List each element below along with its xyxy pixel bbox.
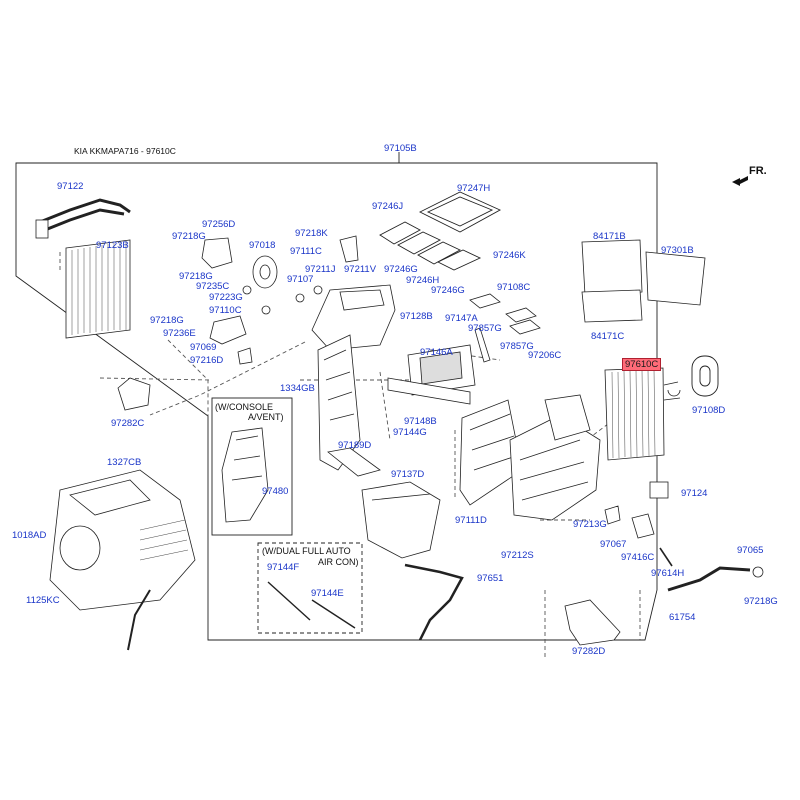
part-label-97301b[interactable]: 97301B	[661, 245, 694, 256]
part-label-97144g[interactable]: 97144G	[393, 427, 427, 438]
part-label-97857g-a[interactable]: 97857G	[468, 323, 502, 334]
assembly-frame	[15, 162, 658, 641]
part-label-97256d[interactable]: 97256D	[202, 219, 236, 230]
part-label-97144e[interactable]: 97144E	[311, 588, 344, 599]
front-arrow-icon	[732, 176, 748, 186]
floor-duct-icon	[564, 599, 621, 646]
part-label-1334gb[interactable]: 1334GB	[280, 383, 315, 394]
part-label-97614h[interactable]: 97614H	[651, 568, 685, 579]
control-rod-icon	[267, 581, 356, 629]
part-label-97107[interactable]: 97107	[287, 274, 314, 285]
part-label-97211j[interactable]: 97211J	[305, 264, 336, 275]
part-label-97122[interactable]: 97122	[57, 181, 84, 192]
part-label-97223g[interactable]: 97223G	[209, 292, 243, 303]
console-vent-box	[211, 397, 293, 536]
part-label-97144f[interactable]: 97144F	[267, 562, 300, 573]
part-label-61754[interactable]: 61754	[669, 612, 696, 623]
part-label-97480[interactable]: 97480	[262, 486, 289, 497]
dual-auto-box	[257, 542, 363, 634]
bracket-icon	[117, 377, 151, 411]
part-label-97137d[interactable]: 97137D	[391, 469, 425, 480]
part-label-97148b[interactable]: 97148B	[404, 416, 437, 427]
dual-note-line2: AIR CON)	[318, 557, 359, 567]
part-label-97246k[interactable]: 97246K	[493, 250, 526, 261]
sensor-parts-icon	[604, 481, 764, 592]
blower-unit-icon	[49, 469, 196, 651]
part-label-97065[interactable]: 97065	[737, 545, 764, 556]
part-label-97110c[interactable]: 97110C	[209, 305, 242, 316]
part-label-97218g-d[interactable]: 97218G	[744, 596, 778, 607]
part-label-97147a[interactable]: 97147A	[445, 313, 478, 324]
damper-door-icon	[387, 327, 491, 405]
part-label-97857g-b[interactable]: 97857G	[500, 341, 534, 352]
part-label-97018[interactable]: 97018	[249, 240, 276, 251]
part-label-97146a[interactable]: 97146A	[420, 347, 453, 358]
part-label-97246j[interactable]: 97246J	[372, 201, 404, 212]
part-label-97216d[interactable]: 97216D	[190, 355, 224, 366]
part-label-97282c[interactable]: 97282C	[111, 418, 145, 429]
part-label-97218k[interactable]: 97218K	[295, 228, 328, 239]
drain-tray-icon	[327, 447, 441, 559]
part-label-97416c[interactable]: 97416C	[621, 552, 655, 563]
part-label-1018ad[interactable]: 1018AD	[12, 530, 47, 541]
part-label-97124[interactable]: 97124	[681, 488, 708, 499]
part-label-97067[interactable]: 97067	[600, 539, 627, 550]
actuator-parts-icon	[201, 237, 323, 365]
part-label-97108c[interactable]: 97108C	[497, 282, 531, 293]
evaporator-icon	[604, 367, 681, 461]
part-label-97218g-c[interactable]: 97218G	[150, 315, 184, 326]
part-label-97246g-b[interactable]: 97246G	[431, 285, 465, 296]
drain-hose-icon	[404, 563, 464, 641]
main-case-icon	[509, 394, 601, 521]
part-label-97206c[interactable]: 97206C	[528, 350, 562, 361]
part-label-97211v[interactable]: 97211V	[344, 264, 377, 275]
front-direction-label: FR.	[749, 165, 767, 177]
part-label-97111d[interactable]: 97111D	[455, 515, 487, 526]
part-label-1327cb[interactable]: 1327CB	[107, 457, 142, 468]
side-case-icon	[459, 399, 523, 506]
part-label-97213g[interactable]: 97213G	[573, 519, 607, 530]
part-label-97108d[interactable]: 97108D	[692, 405, 726, 416]
part-label-97212s[interactable]: 97212S	[501, 550, 534, 561]
gasket-set-icon	[379, 191, 502, 271]
part-label-97246h[interactable]: 97246H	[406, 275, 440, 286]
part-label-97246g-a[interactable]: 97246G	[384, 264, 418, 275]
part-label-97235c[interactable]: 97235C	[196, 281, 230, 292]
part-label-97218g-a[interactable]: 97218G	[172, 231, 206, 242]
part-label-97189d[interactable]: 97189D	[338, 440, 372, 451]
part-label-97218g-b[interactable]: 97218G	[179, 271, 213, 282]
part-label-97282d[interactable]: 97282D	[572, 646, 606, 657]
heater-core-icon	[35, 198, 131, 339]
part-label-97069[interactable]: 97069	[190, 342, 217, 353]
console-note-line2: A/VENT)	[248, 412, 284, 422]
seal-strip-icon	[469, 293, 541, 335]
part-label-97111c[interactable]: 97111C	[290, 246, 322, 257]
part-label-97610c-highlighted[interactable]: 97610C	[622, 358, 662, 371]
part-label-97247h[interactable]: 97247H	[457, 183, 491, 194]
console-vent-duct-icon	[221, 427, 269, 523]
part-label-84171b[interactable]: 84171B	[593, 231, 626, 242]
part-label-97651[interactable]: 97651	[477, 573, 504, 584]
dual-note-line1: (W/DUAL FULL AUTO	[262, 546, 351, 556]
insulation-pad-icon	[581, 239, 706, 323]
part-label-97123b[interactable]: 97123B	[96, 240, 129, 251]
part-label-1125kc[interactable]: 1125KC	[26, 595, 60, 606]
part-label-97128b[interactable]: 97128B	[400, 311, 433, 322]
part-label-84171c[interactable]: 84171C	[591, 331, 625, 342]
console-note-line1: (W/CONSOLE	[215, 402, 274, 412]
upper-case-icon	[311, 235, 396, 351]
grommet-icon	[691, 355, 719, 397]
diagram-header: KIA KKMAPA716 - 97610C	[74, 146, 176, 156]
part-label-97236e[interactable]: 97236E	[163, 328, 196, 339]
part-label-97105b[interactable]: 97105B	[384, 143, 417, 154]
